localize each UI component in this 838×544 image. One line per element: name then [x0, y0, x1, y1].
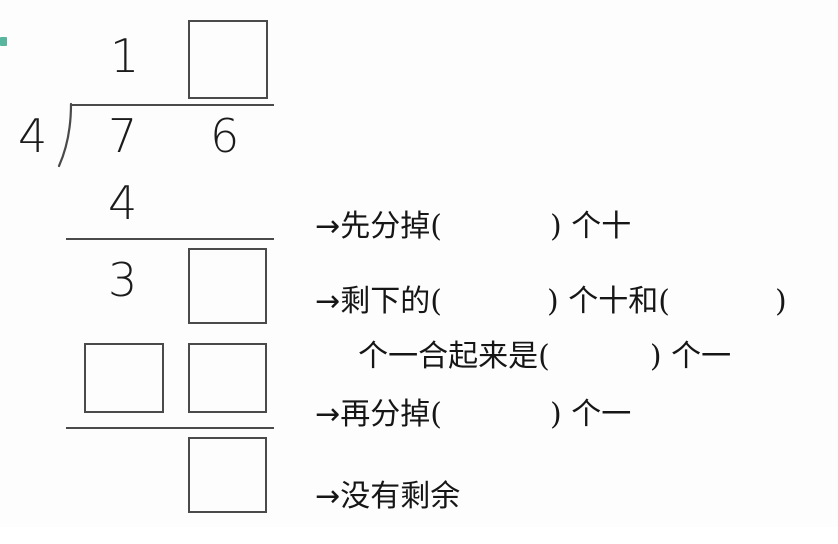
annotation-step-2-cont: 个一合起来是( ) 个一: [320, 312, 731, 402]
subtraction-rule-1: [66, 238, 274, 240]
dividend-ones-digit: 6: [210, 109, 240, 163]
annotation-step-3-before: 再分掉(: [340, 397, 443, 432]
first-remainder-digit: 3: [108, 253, 138, 307]
second-product-tens-box[interactable]: [84, 343, 164, 413]
annotation-step-3: →再分掉( ) 个一: [277, 370, 631, 460]
arrow-icon-step-2: →: [315, 284, 341, 319]
scan-artifact-dot: [0, 37, 7, 46]
annotation-step-1: →先分掉( ) 个十: [277, 182, 631, 272]
annotation-step-2-cont-before: 个一合起来是(: [358, 339, 550, 374]
arrow-icon-step-3: →: [315, 397, 341, 432]
annotation-step-2-cont-after: ) 个一: [649, 339, 732, 374]
annotation-step-4-before: 没有剩余: [340, 479, 461, 514]
arrow-icon-step-1: →: [315, 209, 341, 244]
division-vinculum: [70, 104, 274, 106]
first-product-digit: 4: [108, 176, 138, 230]
dividend-tens-digit: 7: [108, 109, 138, 163]
annotation-step-2-before: 剩下的(: [340, 284, 443, 319]
annotation-step-1-after: ) 个十: [550, 209, 632, 244]
annotation-step-2: →剩下的( ) 个十和(): [277, 257, 787, 347]
bring-down-box[interactable]: [188, 248, 267, 324]
annotation-step-1-before: 先分掉(: [340, 209, 443, 244]
quotient-tens-digit: 1: [110, 29, 140, 83]
worksheet-canvas: 1 4 7 6 4 3 →先分掉() 个十 →剩下的() 个十和() 个一合起来…: [0, 20, 787, 513]
annotation-step-3-after: ) 个一: [550, 397, 632, 432]
annotation-step-4: →没有剩余: [277, 452, 460, 542]
final-remainder-box[interactable]: [188, 437, 267, 513]
subtraction-rule-2: [66, 427, 274, 429]
second-product-ones-box[interactable]: [188, 343, 267, 413]
annotation-step-2-after: ): [774, 284, 787, 319]
arrow-icon-step-4: →: [315, 479, 341, 514]
division-bracket-icon: [57, 102, 73, 168]
annotation-step-2-middle: ) 个十和(: [547, 284, 670, 319]
quotient-ones-box[interactable]: [188, 20, 268, 99]
divisor-digit: 4: [18, 109, 48, 163]
